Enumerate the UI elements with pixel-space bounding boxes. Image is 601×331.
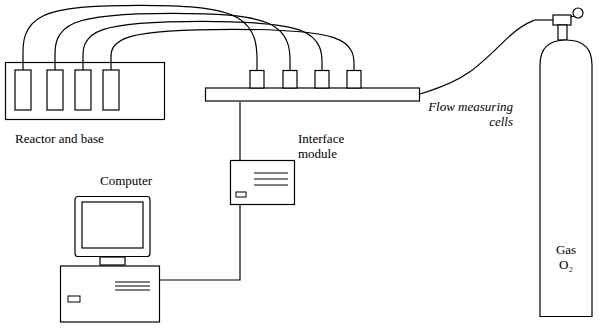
node-text: Computer: [100, 174, 170, 189]
node-text: Gas: [535, 243, 597, 258]
node-label: Interface module: [298, 132, 362, 162]
node-text: Reactor and base: [15, 132, 155, 147]
tube-connector: [160, 205, 240, 280]
tube-connector: [239, 102, 240, 160]
node-text: O₂: [535, 258, 597, 273]
node-label: Reactor and base: [15, 132, 155, 147]
interface-module-outline: [230, 160, 295, 205]
flow-cells: Flow measuring cells: [205, 70, 420, 102]
tube-connector: [420, 20, 535, 94]
flow-cells-outline: [205, 70, 420, 102]
computer-outline: [60, 196, 160, 324]
node-label: Computer: [100, 174, 170, 189]
node-text: Flow measuring cells: [418, 100, 513, 130]
node-text: Interface module: [298, 132, 362, 162]
reactor-base: Reactor and base: [5, 62, 165, 120]
node-label: Flow measuring cells: [418, 100, 513, 130]
computer: Computer: [60, 196, 160, 324]
node-label: GasO₂: [535, 243, 597, 273]
tube-connector: [111, 29, 354, 70]
interface-module: Interface module: [230, 160, 295, 205]
reactor-base-outline: [5, 62, 165, 120]
gas-cylinder: GasO₂: [535, 5, 597, 317]
